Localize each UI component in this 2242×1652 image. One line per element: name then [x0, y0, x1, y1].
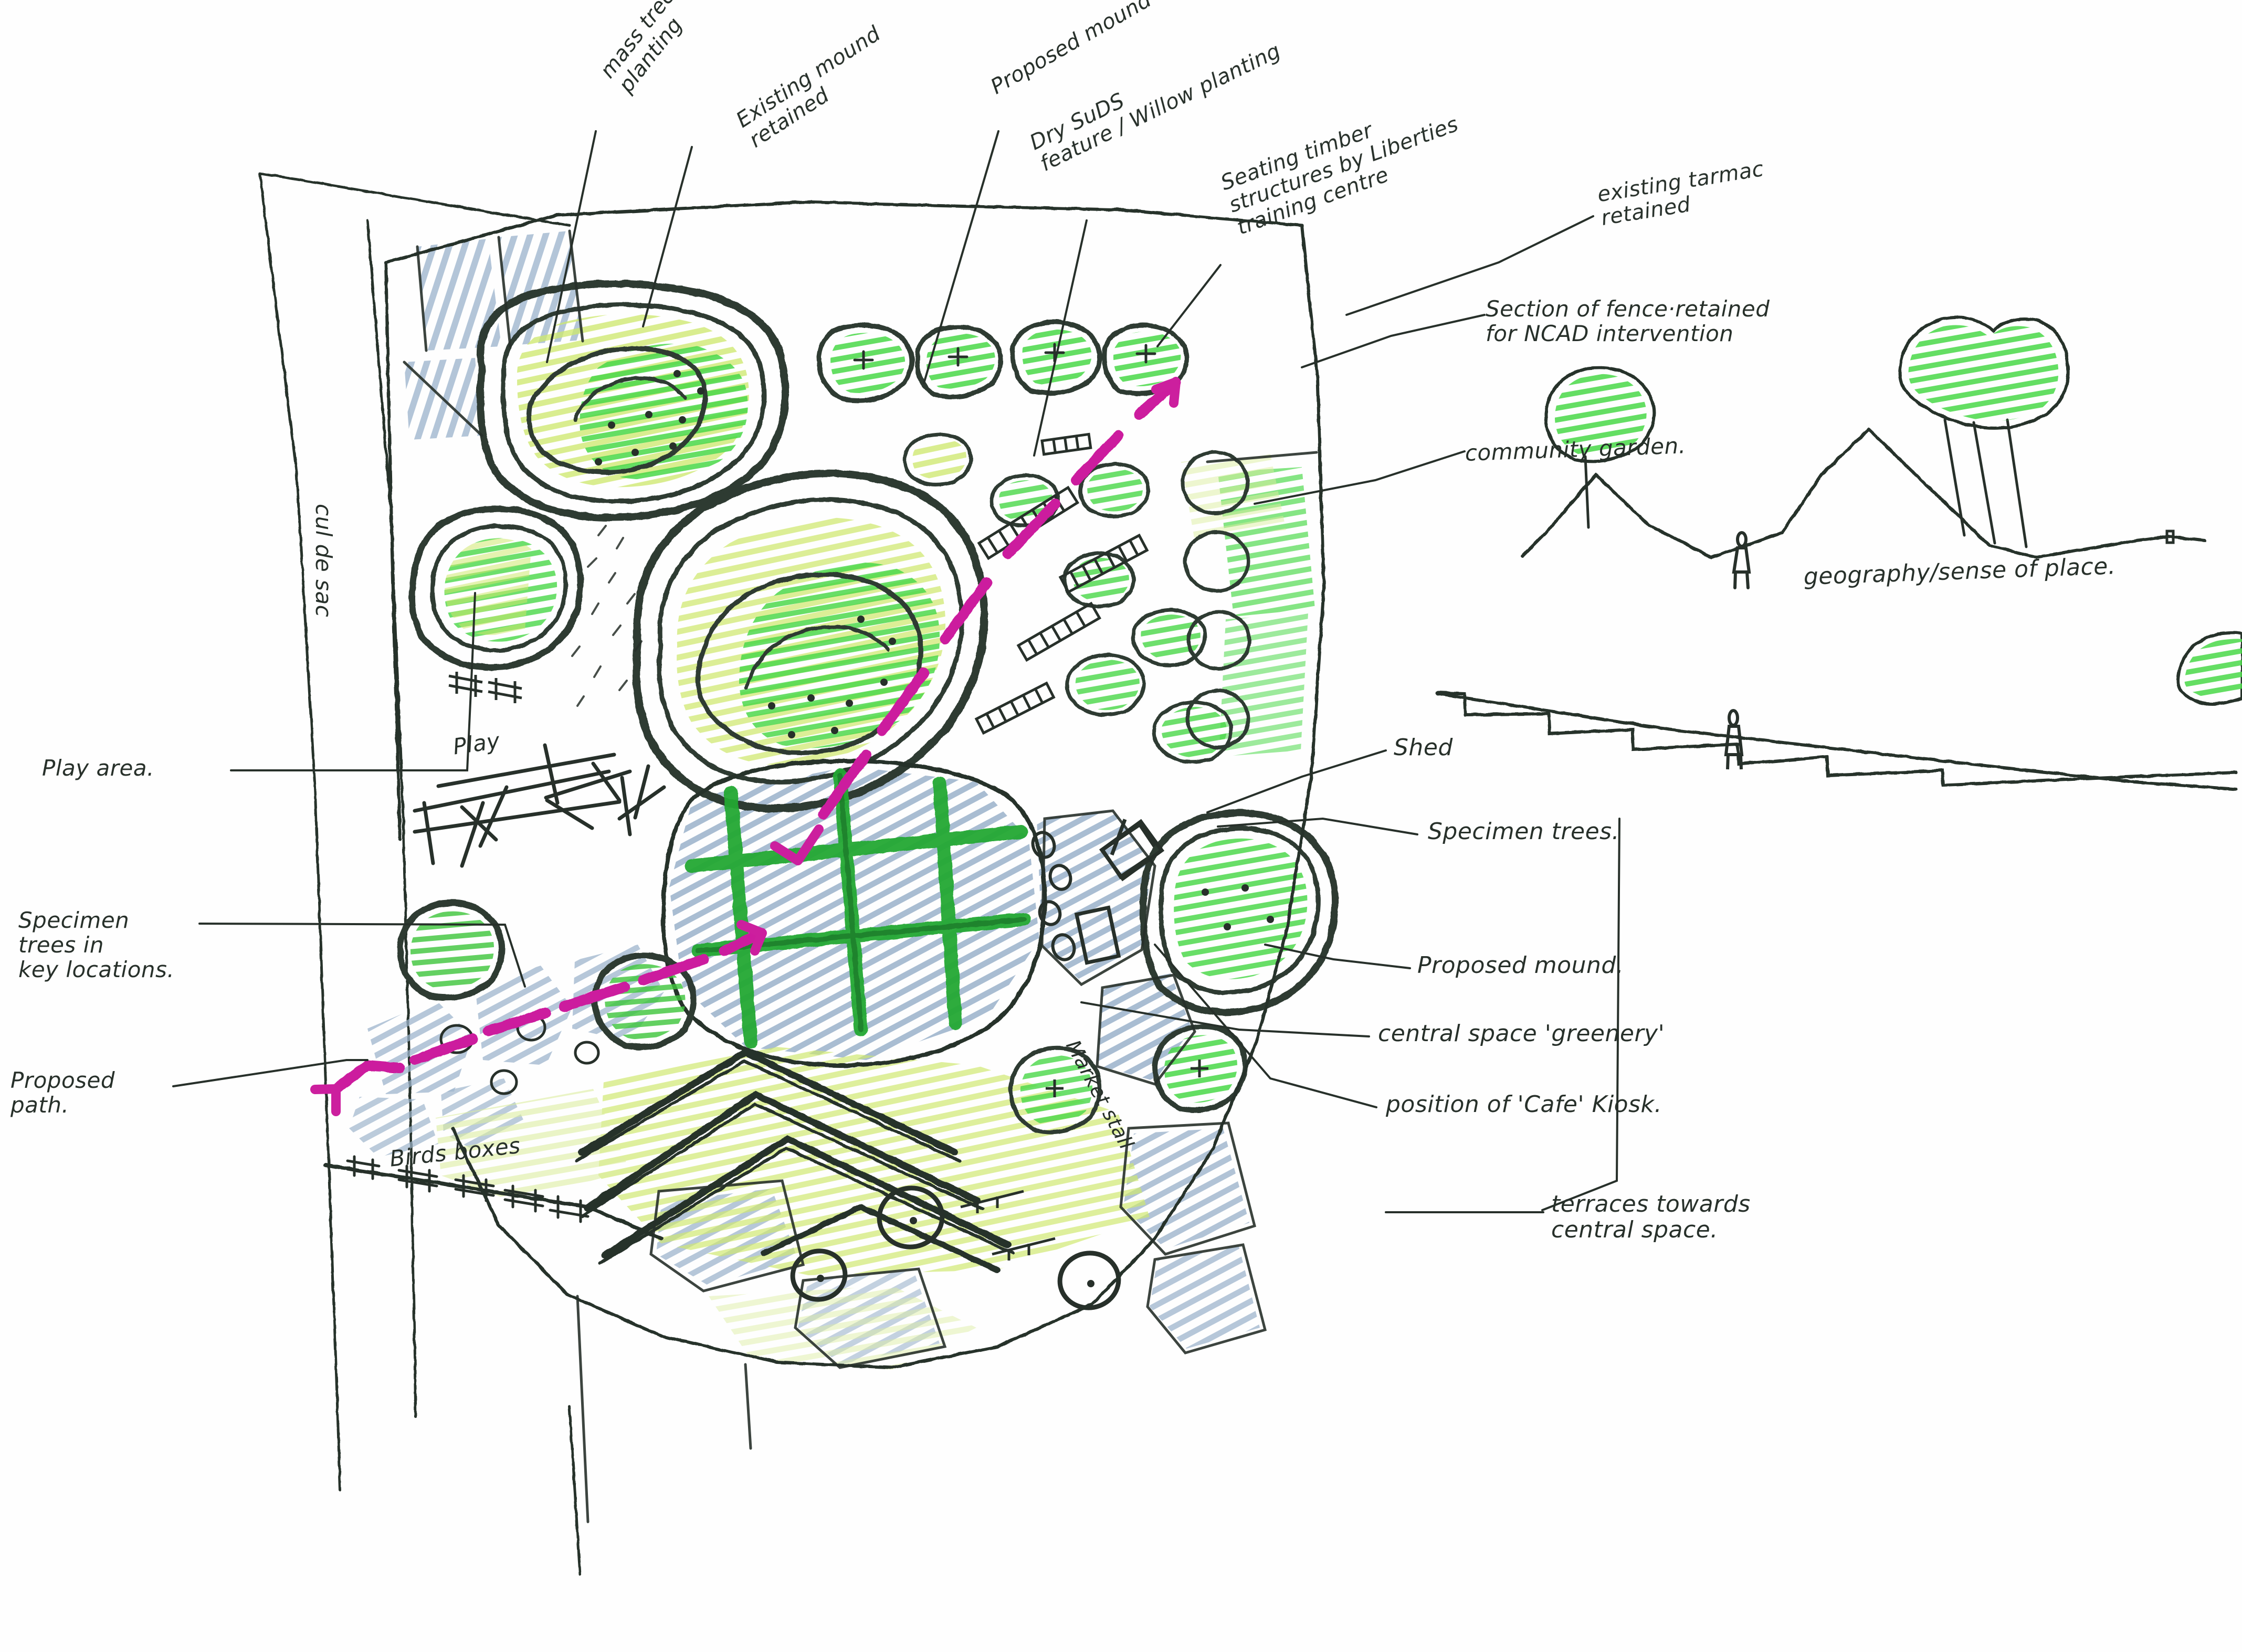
play-equipment: [413, 743, 666, 868]
planting-blobs-mid: [903, 432, 1233, 764]
annotation-proposed-path: Proposed path.: [10, 1067, 115, 1118]
annotation-specimen-trees: Specimen trees.: [1428, 818, 1620, 845]
bench-ticks: [960, 1190, 1056, 1261]
timber-seating-structures: [974, 432, 1149, 735]
road-edges: [258, 172, 582, 1576]
annotation-cafe-kiosk: position of 'Cafe' Kiosk.: [1386, 1091, 1662, 1118]
section-terraces: [1436, 691, 2238, 791]
central-space-greenery: [685, 769, 1030, 1049]
proposed-mound-east: [1139, 809, 1339, 1016]
dfla-logo-mark: [574, 1631, 2226, 1652]
small-mound-west: [409, 505, 584, 671]
section-mounds-foliage: [1554, 325, 2242, 698]
kiosk-dots: [1031, 831, 1076, 961]
annotation-terraces-central-space: terraces towards central space.: [1551, 1191, 1751, 1244]
fence-northwest: [448, 672, 522, 703]
grass-flecks: [571, 525, 643, 707]
proposed-mound-central: [632, 469, 988, 812]
existing-mound: [477, 280, 790, 522]
annotation-specimen-trees-key: Specimen trees in key locations.: [18, 907, 175, 983]
proposed-path: [331, 377, 1181, 1094]
section-figure: [1724, 709, 1744, 770]
annotation-fence-ncad: Section of fence·retained for NCAD inter…: [1486, 296, 1770, 347]
fence-bird-boxes: [323, 1155, 664, 1241]
east-tree-crowns: [1181, 450, 1251, 749]
leader-lines: [172, 130, 1620, 1213]
annotation-cul-de-sac: cul de sac: [311, 504, 336, 618]
annotation-shed: Shed: [1394, 734, 1453, 761]
existing-mound-fill: [517, 314, 749, 488]
dry-suds-willow-cluster: [816, 320, 1190, 403]
annotation-play-area: Play area.: [42, 755, 154, 781]
annotation-proposed-mound-right: Proposed mound.: [1417, 952, 1624, 979]
site-outline: [384, 200, 1326, 1370]
annotation-central-space-greenery: central space 'greenery': [1378, 1020, 1665, 1047]
section-mounds: [1521, 315, 2242, 706]
tree-dots: [595, 370, 704, 465]
path-arrowheads: [310, 377, 1181, 1116]
